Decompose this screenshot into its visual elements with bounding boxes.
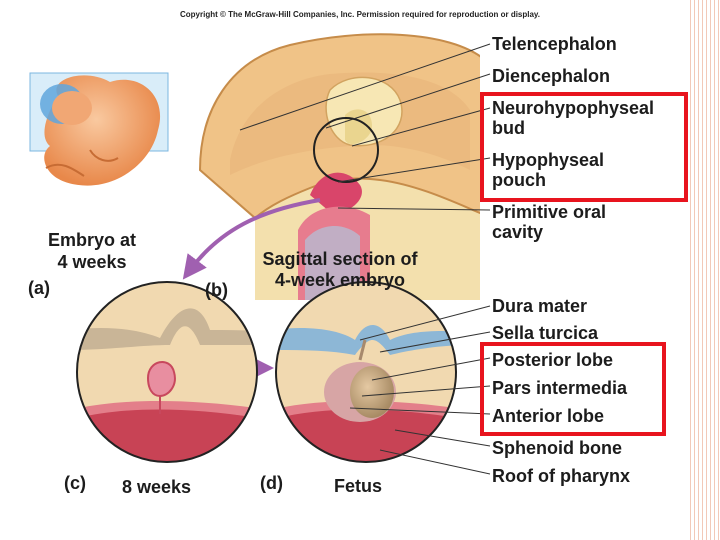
sagittal-section bbox=[198, 30, 490, 300]
panel-d-circle bbox=[275, 281, 457, 463]
label-dura-mater: Dura mater bbox=[492, 296, 588, 316]
label-neurohypophyseal-bud: Neurohypophyseal bud bbox=[492, 98, 655, 138]
leader-lines-top bbox=[239, 43, 491, 211]
label-anterior-lobe: Anterior lobe bbox=[492, 406, 605, 426]
panel-letter-c: (c) bbox=[64, 473, 86, 493]
caption-d: Fetus bbox=[334, 476, 383, 496]
panel-letter-a: (a) bbox=[28, 278, 50, 298]
caption-b-line1: Sagittal section of bbox=[262, 249, 418, 269]
highlight-box-pituitary-origins bbox=[480, 92, 688, 202]
panel-c-circle bbox=[76, 281, 258, 463]
caption-b-line2: 4-week embryo bbox=[274, 270, 406, 290]
label-hypophyseal-pouch: Hypophyseal pouch bbox=[492, 150, 605, 190]
caption-a-line1: Embryo at bbox=[47, 230, 137, 250]
label-pars-intermedia: Pars intermedia bbox=[492, 378, 628, 398]
label-telencephalon: Telencephalon bbox=[492, 34, 617, 54]
label-posterior-lobe: Posterior lobe bbox=[492, 350, 614, 370]
caption-c: 8 weeks bbox=[122, 477, 192, 497]
caption-a-line2: 4 weeks bbox=[57, 252, 127, 272]
panel-letter-b: (b) bbox=[205, 280, 228, 300]
leader-lines-bottom bbox=[349, 305, 491, 475]
arrow-b-to-c bbox=[182, 198, 321, 280]
embryo-thumbnail bbox=[29, 72, 169, 186]
highlight-box-lobes bbox=[480, 342, 666, 436]
panel-letter-d: (d) bbox=[260, 473, 283, 493]
label-roof-of-pharynx: Roof of pharynx bbox=[492, 466, 630, 486]
label-sella-turcica: Sella turcica bbox=[492, 323, 599, 343]
copyright-notice: Copyright © The McGraw-Hill Companies, I… bbox=[179, 10, 541, 19]
label-diencephalon: Diencephalon bbox=[492, 66, 611, 86]
slide-border bbox=[690, 0, 720, 540]
label-primitive-oral-cavity: Primitive oral cavity bbox=[492, 202, 607, 242]
label-sphenoid-bone: Sphenoid bone bbox=[492, 438, 622, 458]
